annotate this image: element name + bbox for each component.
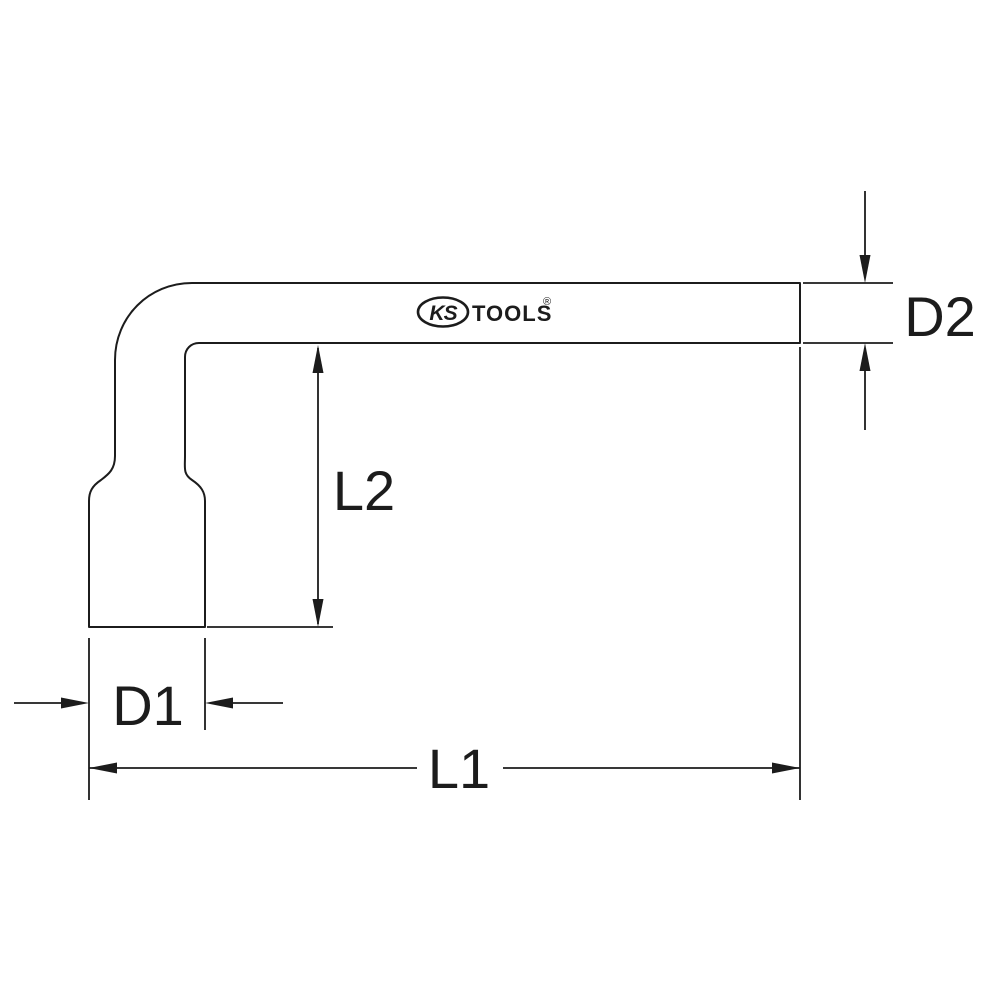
l1-arrowhead-left-icon bbox=[89, 762, 117, 774]
d1-label: D1 bbox=[112, 674, 184, 737]
logo-registered-icon: ® bbox=[543, 296, 551, 308]
d1-arrowhead-right-icon bbox=[61, 697, 89, 709]
logo-ks-text: KS bbox=[429, 302, 457, 325]
d2-arrowhead-up-icon bbox=[859, 343, 871, 371]
l2-label: L2 bbox=[333, 459, 395, 522]
ks-tools-logo: KS TOOLS ® bbox=[416, 296, 552, 328]
l2-arrowhead-up-icon bbox=[312, 345, 324, 373]
dimension-l2: L2 bbox=[207, 345, 395, 628]
logo-tools-text: TOOLS bbox=[472, 301, 552, 326]
logo-oval bbox=[416, 296, 470, 328]
d2-arrowhead-down-icon bbox=[859, 255, 871, 283]
d2-label: D2 bbox=[904, 285, 976, 348]
l1-label: L1 bbox=[428, 737, 490, 800]
l2-arrowhead-down-icon bbox=[312, 599, 324, 627]
dimension-d1: D1 bbox=[14, 638, 283, 800]
l1-arrowhead-right-icon bbox=[772, 762, 800, 774]
dimension-l1: L1 bbox=[89, 347, 801, 800]
dimension-d2: D2 bbox=[803, 191, 976, 430]
tool-outline bbox=[88, 282, 801, 628]
tool-outline-group bbox=[88, 282, 801, 628]
d1-arrowhead-left-icon bbox=[205, 697, 233, 709]
